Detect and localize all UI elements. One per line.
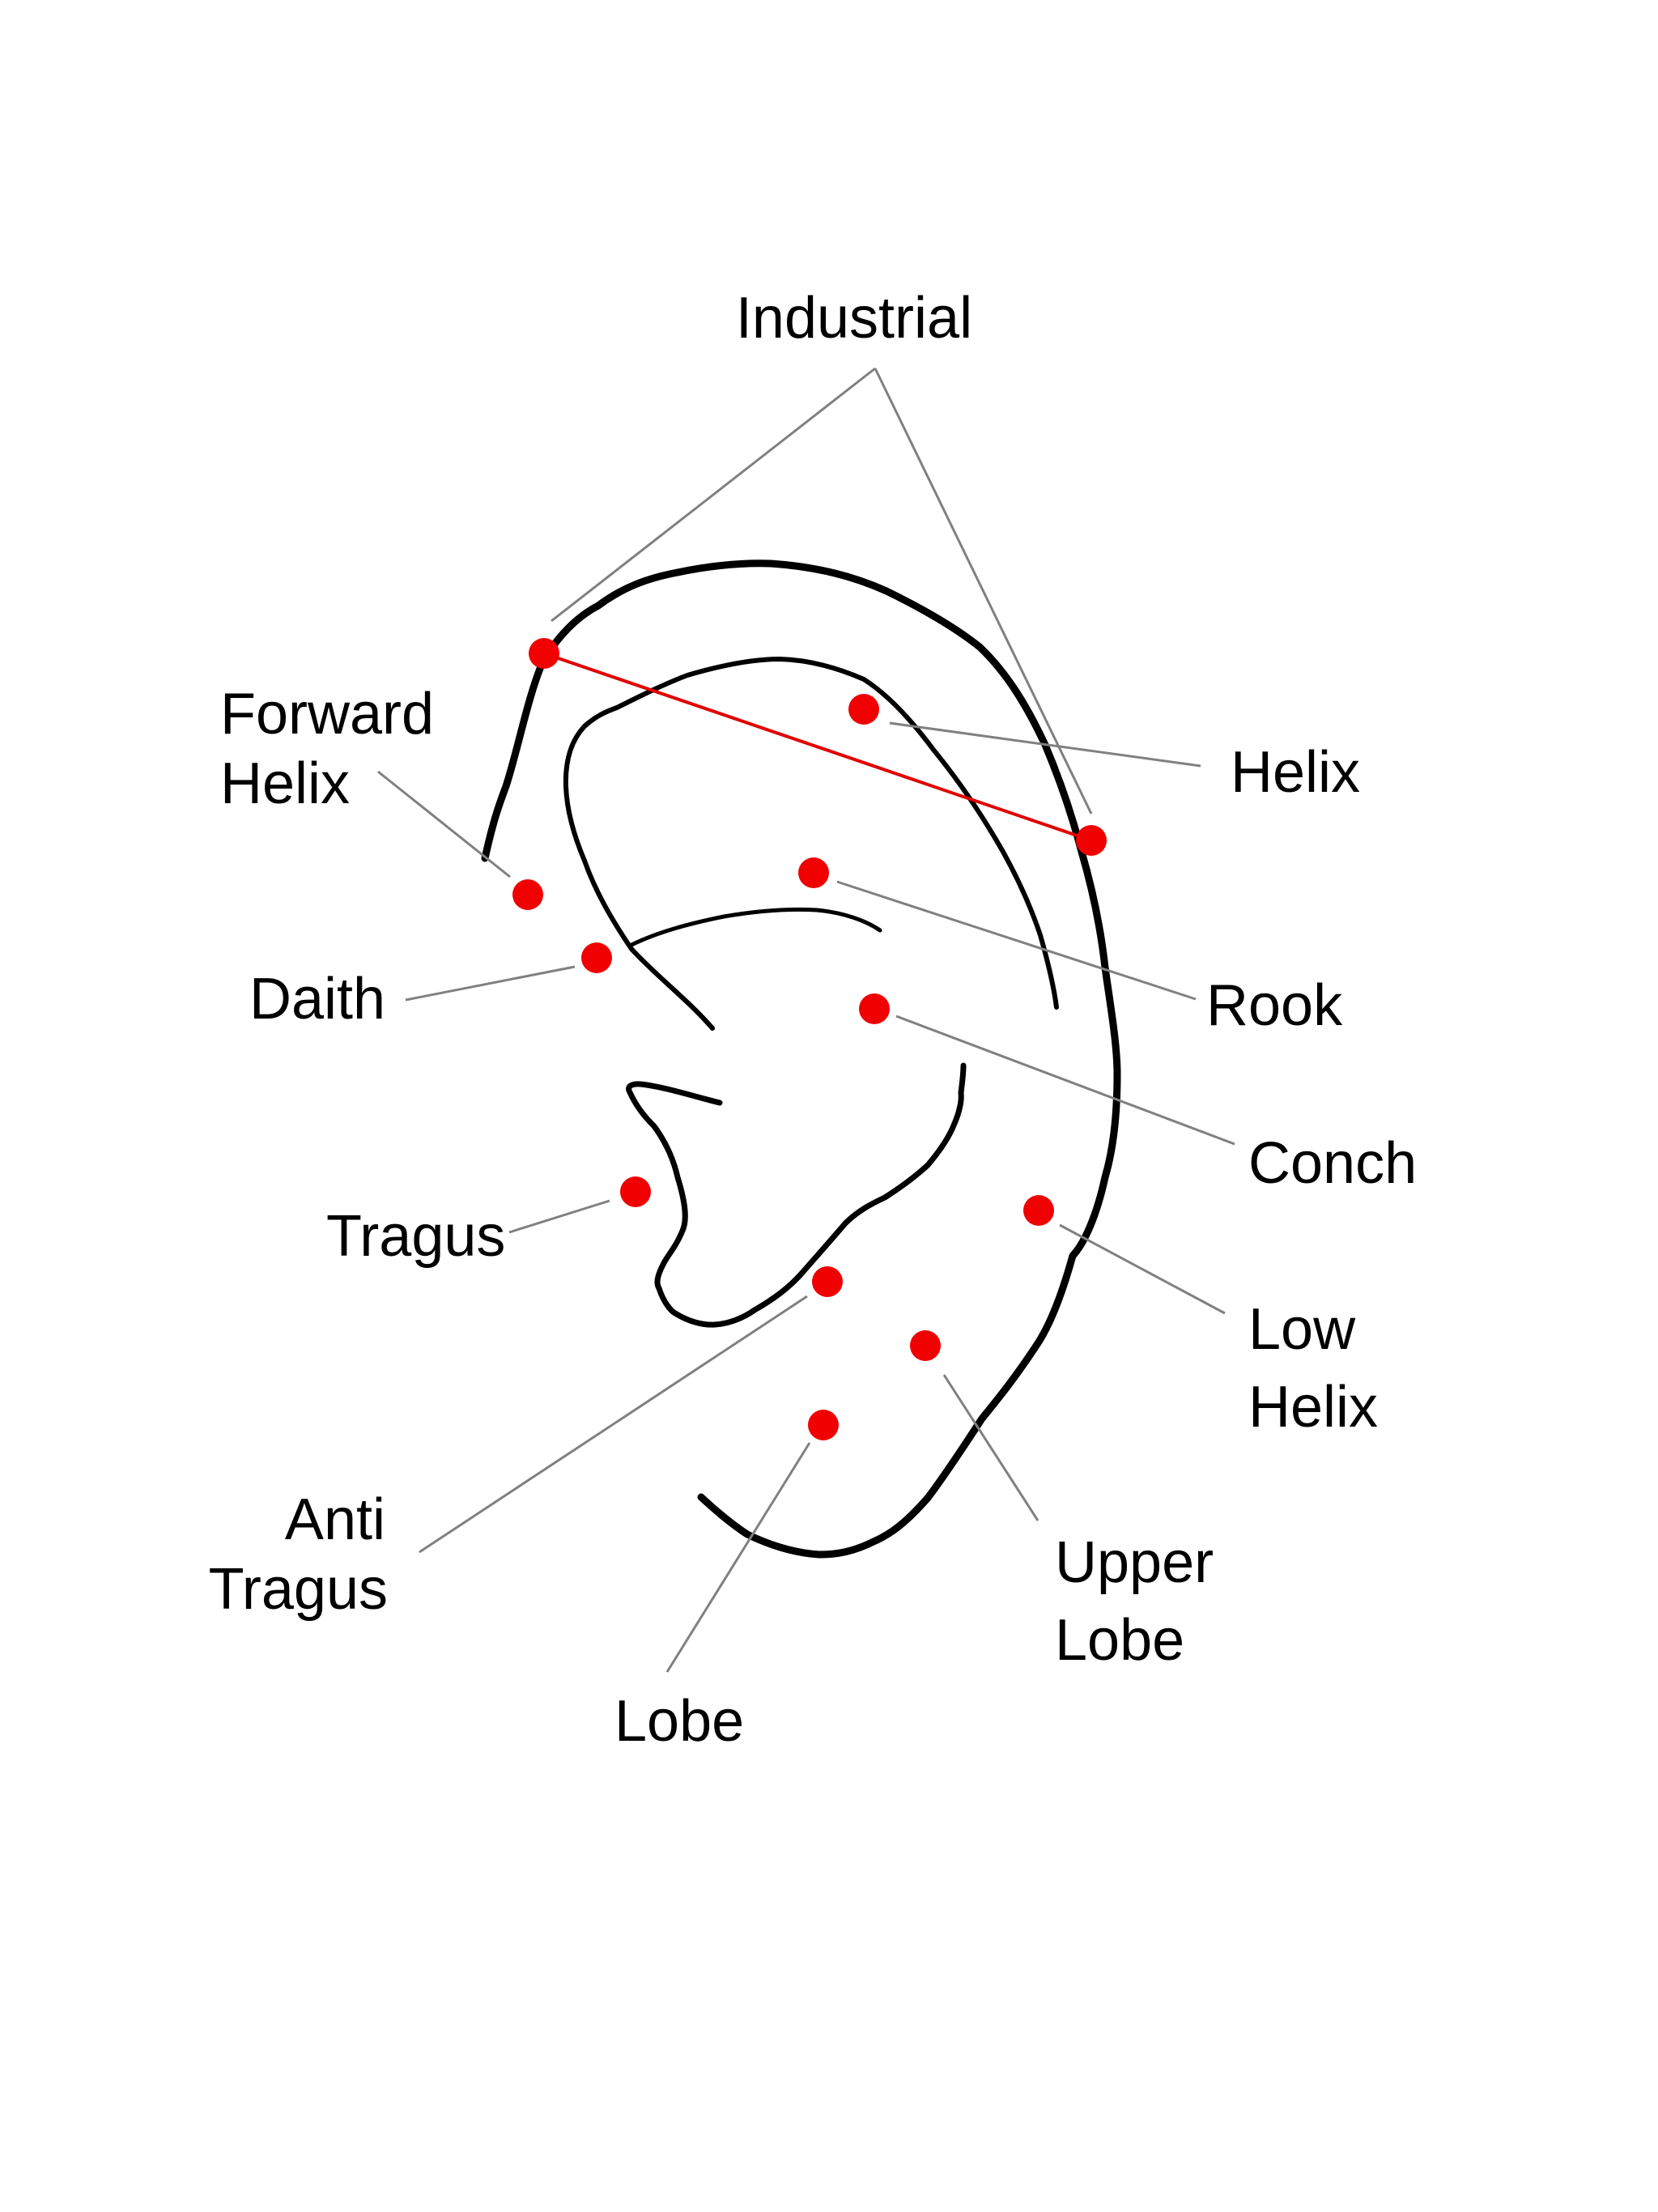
label-industrial: Industrial <box>736 286 972 351</box>
label-low-helix-line1: Low <box>1248 1297 1356 1362</box>
label-anti-tragus-line2: Tragus <box>209 1557 388 1622</box>
ear-outer-helix <box>481 559 1121 1559</box>
dot-tragus[interactable] <box>620 1176 651 1207</box>
leader-conch <box>895 1015 1235 1146</box>
label-low-helix-line2: Helix <box>1248 1375 1378 1440</box>
label-upper-lobe-line2: Lobe <box>1055 1608 1184 1673</box>
dot-upper-lobe[interactable] <box>910 1330 941 1361</box>
leader-helix <box>889 721 1201 768</box>
label-upper-lobe-line1: Upper <box>1055 1530 1214 1595</box>
piercing-dots <box>512 638 1107 1440</box>
dot-helix[interactable] <box>848 694 879 725</box>
label-forward-helix-line1: Forward <box>220 682 434 747</box>
leader-upper-lobe <box>942 1374 1039 1521</box>
ear-antihelix <box>563 657 1059 1031</box>
dot-industrial-right[interactable] <box>1076 825 1107 856</box>
dot-low-helix[interactable] <box>1023 1195 1054 1226</box>
leader-low-helix <box>1059 1223 1226 1315</box>
labels: Industrial Forward Helix Helix Daith Roo… <box>209 286 1418 1754</box>
industrial-bar <box>543 652 1092 842</box>
leader-industrial-right <box>874 368 1093 815</box>
ear-antihelix-crus <box>629 907 882 947</box>
leader-anti-tragus <box>419 1295 808 1554</box>
leader-industrial-left <box>551 367 876 623</box>
label-daith: Daith <box>249 967 385 1032</box>
dot-conch[interactable] <box>859 993 890 1024</box>
label-helix: Helix <box>1231 740 1360 805</box>
label-lobe: Lobe <box>614 1689 744 1754</box>
ear-tragus-concha <box>626 1062 967 1328</box>
leader-daith <box>405 965 576 1002</box>
dot-forward-helix[interactable] <box>512 879 543 910</box>
ear-outline <box>481 559 1121 1559</box>
label-forward-helix-line2: Helix <box>220 751 350 816</box>
leader-lines <box>377 367 1235 1673</box>
label-tragus: Tragus <box>326 1204 505 1269</box>
leader-tragus <box>508 1199 610 1234</box>
dot-lobe[interactable] <box>808 1410 839 1440</box>
label-conch: Conch <box>1248 1131 1417 1196</box>
dot-industrial-left[interactable] <box>529 638 559 669</box>
label-anti-tragus-line1: Anti <box>285 1487 385 1552</box>
label-rook: Rook <box>1206 973 1343 1038</box>
dot-daith[interactable] <box>581 942 612 973</box>
dot-rook[interactable] <box>798 857 829 888</box>
leader-rook <box>836 880 1197 1001</box>
leader-forward-helix <box>377 770 511 878</box>
leader-lobe <box>665 1442 811 1673</box>
dot-anti-tragus[interactable] <box>812 1266 843 1297</box>
